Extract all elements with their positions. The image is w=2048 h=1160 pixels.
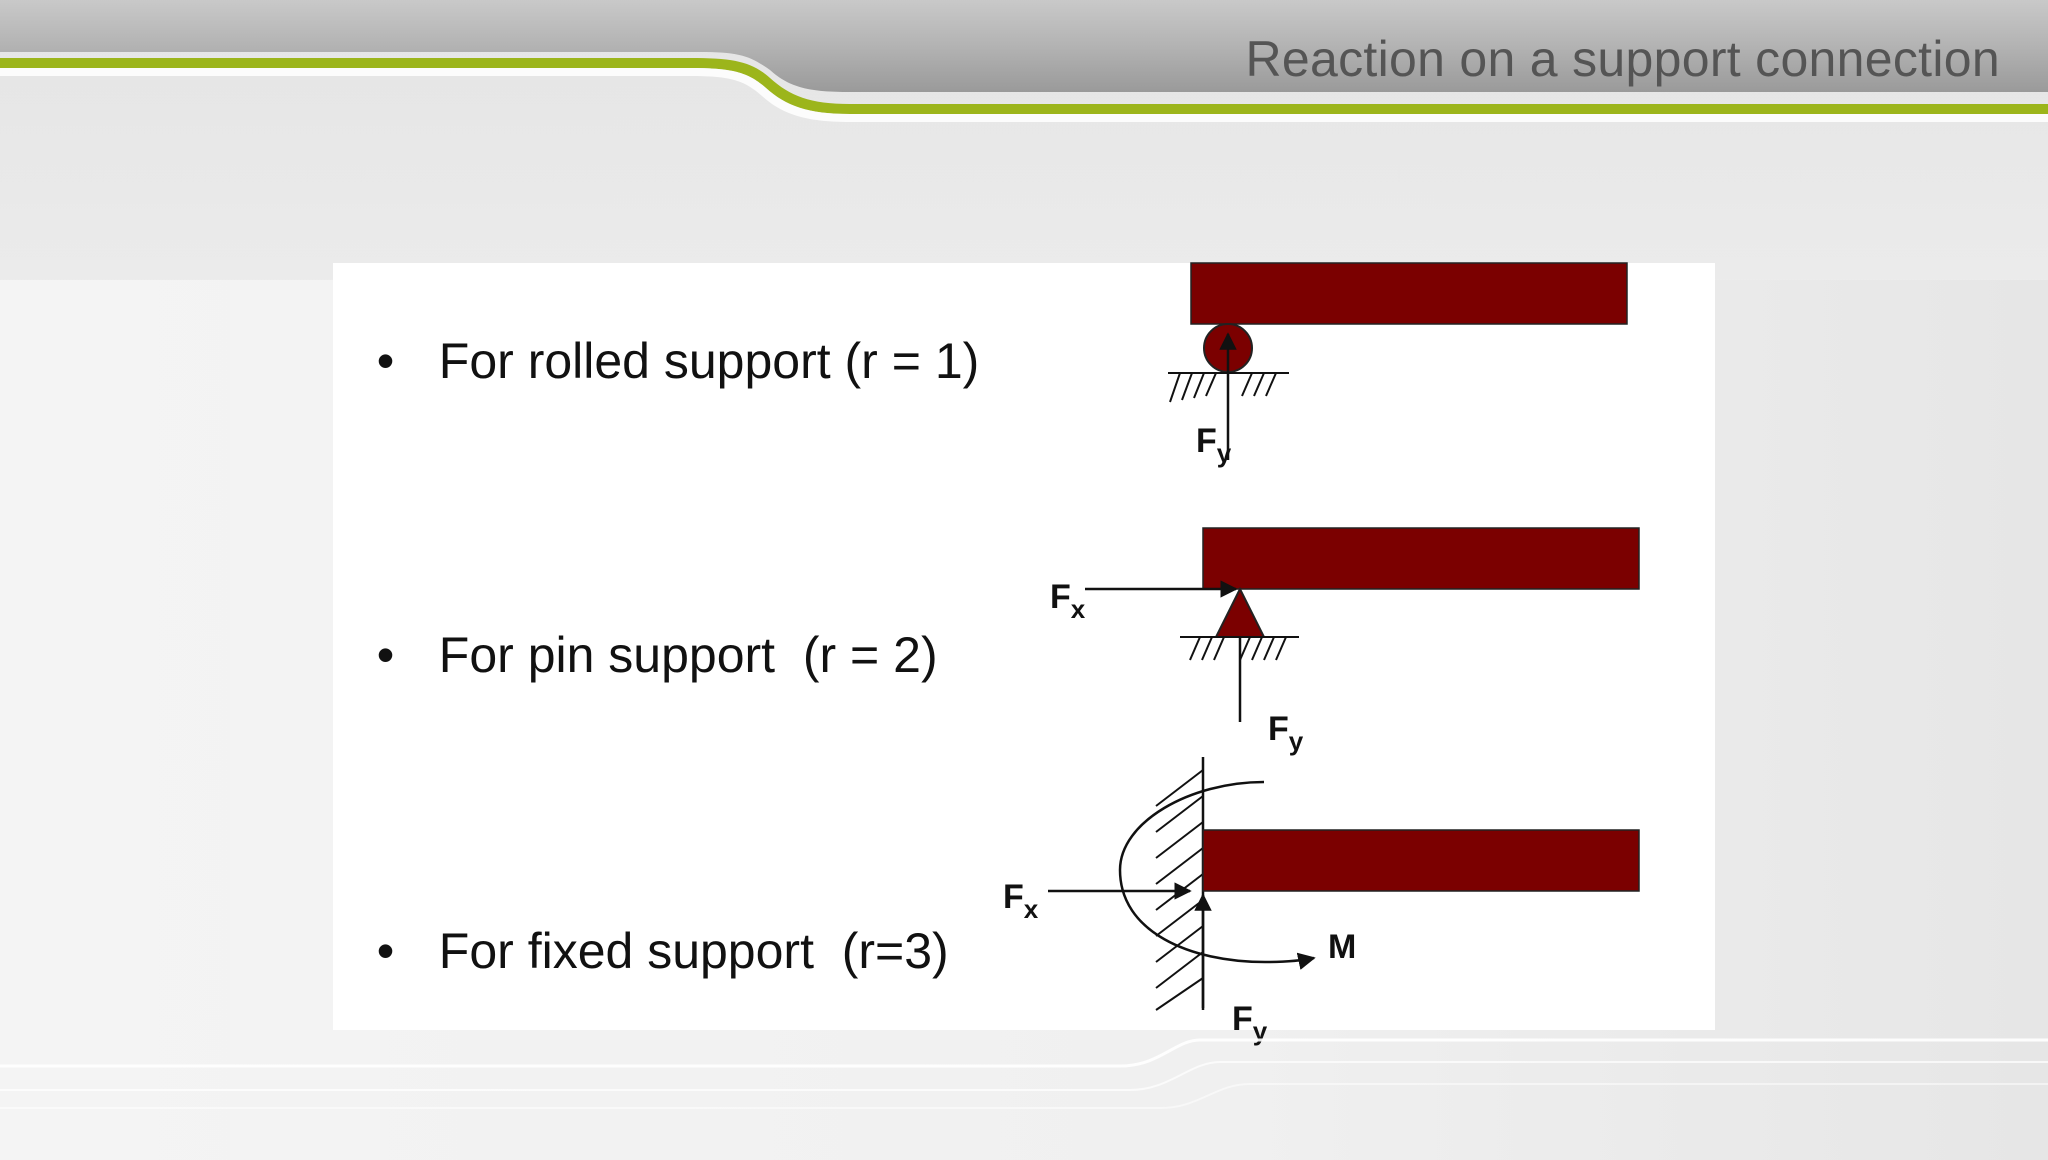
fixed-support-diagram: Fx M Fy xyxy=(1003,757,1640,1046)
bullet-rolled-support: • For rolled support (r = 1) xyxy=(345,274,979,389)
pin-support-diagram: Fx Fy xyxy=(1050,527,1640,756)
bullet-text: For fixed support (r=3) xyxy=(438,923,949,979)
bullet-marker: • xyxy=(376,333,395,389)
pin-fy-label: Fy xyxy=(1268,710,1304,756)
header-shape xyxy=(0,0,2048,92)
fixed-wall-hatch xyxy=(1155,769,1204,1011)
fixed-beam xyxy=(1202,829,1640,892)
moment-label: M xyxy=(1328,928,1356,966)
rolled-ground-hatch xyxy=(1169,372,1277,403)
pin-ground-hatch xyxy=(1189,636,1287,661)
rolled-support-diagram: Fy xyxy=(1168,262,1628,468)
rolled-fy-label: Fy xyxy=(1196,422,1232,468)
content-panel xyxy=(333,263,1715,1030)
rolled-beam xyxy=(1190,262,1628,325)
bullet-marker: • xyxy=(376,923,395,979)
fixed-fx-label: Fx xyxy=(1003,878,1039,924)
pin-fx-label: Fx xyxy=(1050,578,1086,624)
bullet-text: For rolled support (r = 1) xyxy=(438,333,980,389)
bullet-fixed-support: • For fixed support (r=3) xyxy=(345,864,949,979)
header-banner xyxy=(0,0,2048,122)
page-title: Reaction on a support connection xyxy=(1245,31,2000,87)
bullet-pin-support: • For pin support (r = 2) xyxy=(345,568,938,683)
bullet-text: For pin support (r = 2) xyxy=(438,627,938,683)
header-green-stripe xyxy=(0,58,2048,114)
bullet-marker: • xyxy=(376,627,395,683)
pin-beam xyxy=(1202,527,1640,590)
header-white-stripe xyxy=(0,68,2048,122)
moment-arc xyxy=(1118,780,1316,970)
